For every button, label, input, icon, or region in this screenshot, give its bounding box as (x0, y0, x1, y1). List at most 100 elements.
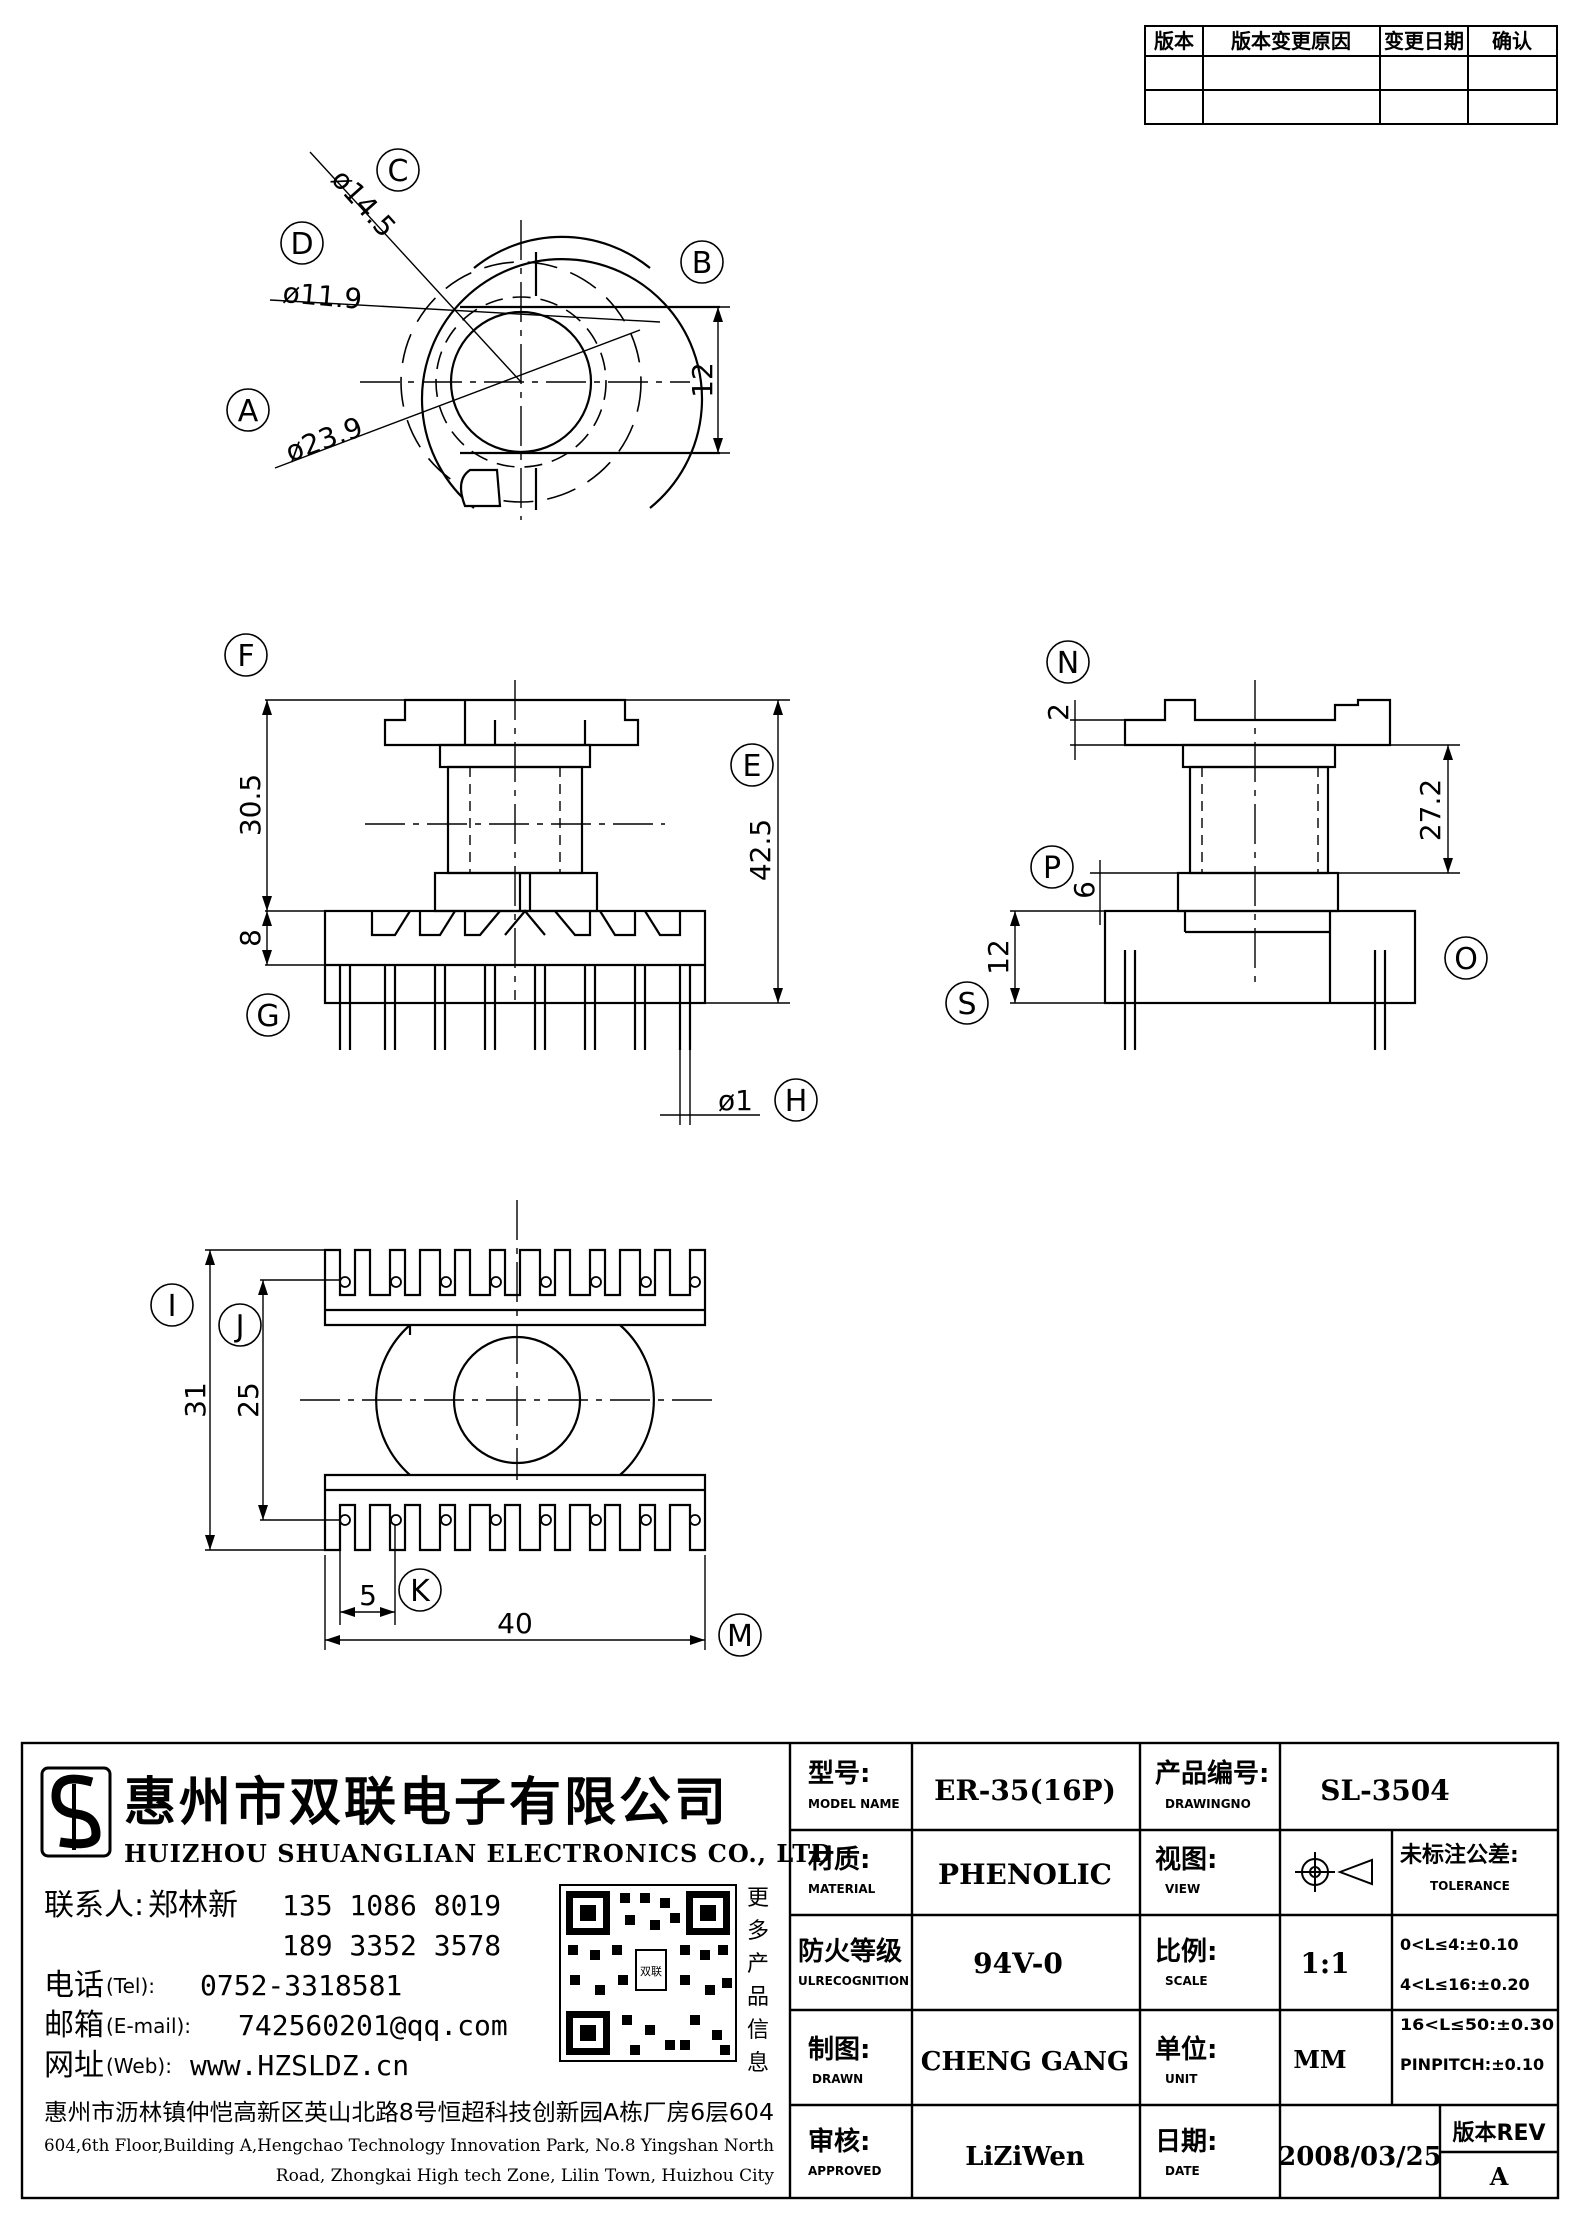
approved-value: LiZiWen (965, 2142, 1085, 2172)
date-label: 日期: (1155, 2127, 1217, 2157)
rev-label: 版本REV (1453, 2121, 1546, 2146)
rev-value: A (1489, 2162, 1509, 2191)
dim-12-side: 12 (982, 939, 1015, 975)
dim-12-top: 12 (686, 362, 719, 398)
dim-42-5: 42.5 (744, 819, 777, 881)
rev-header-date: 变更日期 (1384, 29, 1464, 53)
rev-header-confirm: 确认 (1492, 29, 1533, 53)
tolerance-row-1: 0<L≤4:±0.10 (1400, 1935, 1519, 1954)
dim-2: 2 (1042, 703, 1075, 721)
svg-text:产: 产 (747, 1952, 769, 1977)
dim-40: 40 (497, 1607, 533, 1640)
callout-f: F (237, 639, 254, 674)
email-label: 邮箱 (44, 2008, 104, 2043)
side-view (1010, 680, 1460, 1050)
tolerance-label: 未标注公差: (1400, 1842, 1519, 1868)
callout-e: E (743, 749, 762, 784)
bottom-view-pin-holes (339, 1276, 701, 1526)
callout-j: J (234, 1309, 245, 1344)
callout-i: I (168, 1289, 177, 1324)
top-view-callouts (226, 148, 724, 432)
date-value: 2008/03/25 (1278, 2142, 1442, 2172)
front-view (265, 680, 790, 1125)
address-en-1: 604,6th Floor,Building A,Hengchao Techno… (44, 2136, 774, 2156)
material-sub: MATERIAL (808, 1882, 876, 1896)
contact-phone-1: 135 1086 8019 (282, 1889, 501, 1922)
callout-d: D (290, 227, 313, 262)
model-value: ER-35(16P) (934, 1774, 1116, 1807)
bottom-view (205, 1200, 720, 1650)
side-view-callouts (945, 640, 1488, 1025)
material-value: PHENOLIC (938, 1858, 1112, 1891)
front-view-callouts (224, 633, 818, 1122)
projection-symbol-icon (1295, 1852, 1373, 1892)
callout-b: B (692, 246, 713, 281)
callout-k: K (410, 1574, 431, 1609)
drawn-sub: DRAWN (812, 2072, 863, 2086)
callout-c: C (388, 154, 409, 189)
drawn-label: 制图: (808, 2035, 870, 2065)
approved-sub: APPROVED (808, 2164, 881, 2178)
tolerance-row-2: 4<L≤16:±0.20 (1400, 1975, 1530, 1994)
rev-header-version: 版本 (1154, 29, 1194, 53)
contact-name: 郑林新 (148, 1888, 238, 1923)
view-sub: VIEW (1165, 1882, 1200, 1896)
qr-code: 双联 (559, 1884, 737, 2062)
drawingno-value: SL-3504 (1320, 1774, 1449, 1807)
drawingno-sub: DRAWINGNO (1165, 1797, 1251, 1811)
fire-sub: ULRECOGNITION (798, 1974, 909, 1988)
svg-text:双联: 双联 (640, 1965, 662, 1978)
tel-sub: (Tel): (106, 1974, 155, 1998)
callout-s: S (957, 987, 976, 1022)
model-label: 型号: (808, 1759, 870, 1789)
fire-value: 94V-0 (973, 1947, 1063, 1980)
unit-label: 单位: (1155, 2034, 1217, 2065)
dim-27-2: 27.2 (1414, 779, 1447, 841)
svg-text:品: 品 (747, 1985, 769, 2010)
callout-p: P (1043, 851, 1061, 886)
callout-o: O (1454, 942, 1478, 977)
scale-sub: SCALE (1165, 1974, 1208, 1988)
email-value: 742560201@qq.com (238, 2009, 508, 2042)
scale-value: 1:1 (1300, 1947, 1349, 1980)
svg-text:息: 息 (747, 2051, 769, 2076)
drawn-value: CHENG GANG (921, 2047, 1129, 2077)
tel-label: 电话 (44, 1968, 104, 2003)
drawingno-label: 产品编号: (1155, 1758, 1269, 1789)
web-value: www.HZSLDZ.cn (190, 2049, 409, 2082)
fire-label: 防火等级 (798, 1936, 902, 1967)
view-label: 视图: (1155, 1845, 1217, 1875)
dim-8: 8 (234, 929, 267, 947)
dim-d1: ø1 (718, 1084, 753, 1117)
dim-5: 5 (359, 1579, 377, 1612)
front-view-arrows (262, 700, 783, 1003)
top-view-arrows (713, 307, 723, 453)
callout-h: H (785, 1084, 808, 1119)
tel-value: 0752-3318581 (200, 1969, 402, 2002)
svg-text:信: 信 (747, 2018, 769, 2043)
dim-d11-9: ø11.9 (281, 276, 363, 316)
company-name-cn: 惠州市双联电子有限公司 (124, 1772, 729, 1833)
dim-6: 6 (1068, 881, 1101, 899)
callout-g: G (256, 999, 279, 1034)
model-sub: MODEL NAME (808, 1797, 900, 1811)
svg-text:更: 更 (747, 1886, 769, 1911)
scale-label: 比例: (1155, 1937, 1217, 1967)
dim-25: 25 (232, 1382, 265, 1418)
material-label: 材质: (808, 1845, 870, 1875)
tolerance-row-4: PINPITCH:±0.10 (1400, 2055, 1544, 2074)
address-en-2: Road, Zhongkai High tech Zone, Lilin Tow… (276, 2166, 775, 2186)
address-cn: 惠州市沥林镇仲恺高新区英山北路8号恒超科技创新园A栋厂房6层604 (44, 2100, 774, 2126)
web-label: 网址 (44, 2048, 104, 2083)
bottom-view-arrows (205, 1250, 705, 1645)
company-name-en: HUIZHOU SHUANGLIAN ELECTRONICS CO., LTD (124, 1839, 833, 1868)
dim-d23-9: ø23.9 (281, 410, 367, 468)
rev-header-reason: 版本变更原因 (1231, 29, 1351, 53)
contact-label: 联系人: (44, 1888, 144, 1923)
contact-phone-2: 189 3352 3578 (282, 1929, 501, 1962)
company-logo (40, 1766, 112, 1858)
more-info-vertical: 更 多 产 品 信 息 (747, 1886, 769, 2076)
unit-value: MM (1293, 2045, 1346, 2074)
callout-a: A (238, 394, 259, 429)
